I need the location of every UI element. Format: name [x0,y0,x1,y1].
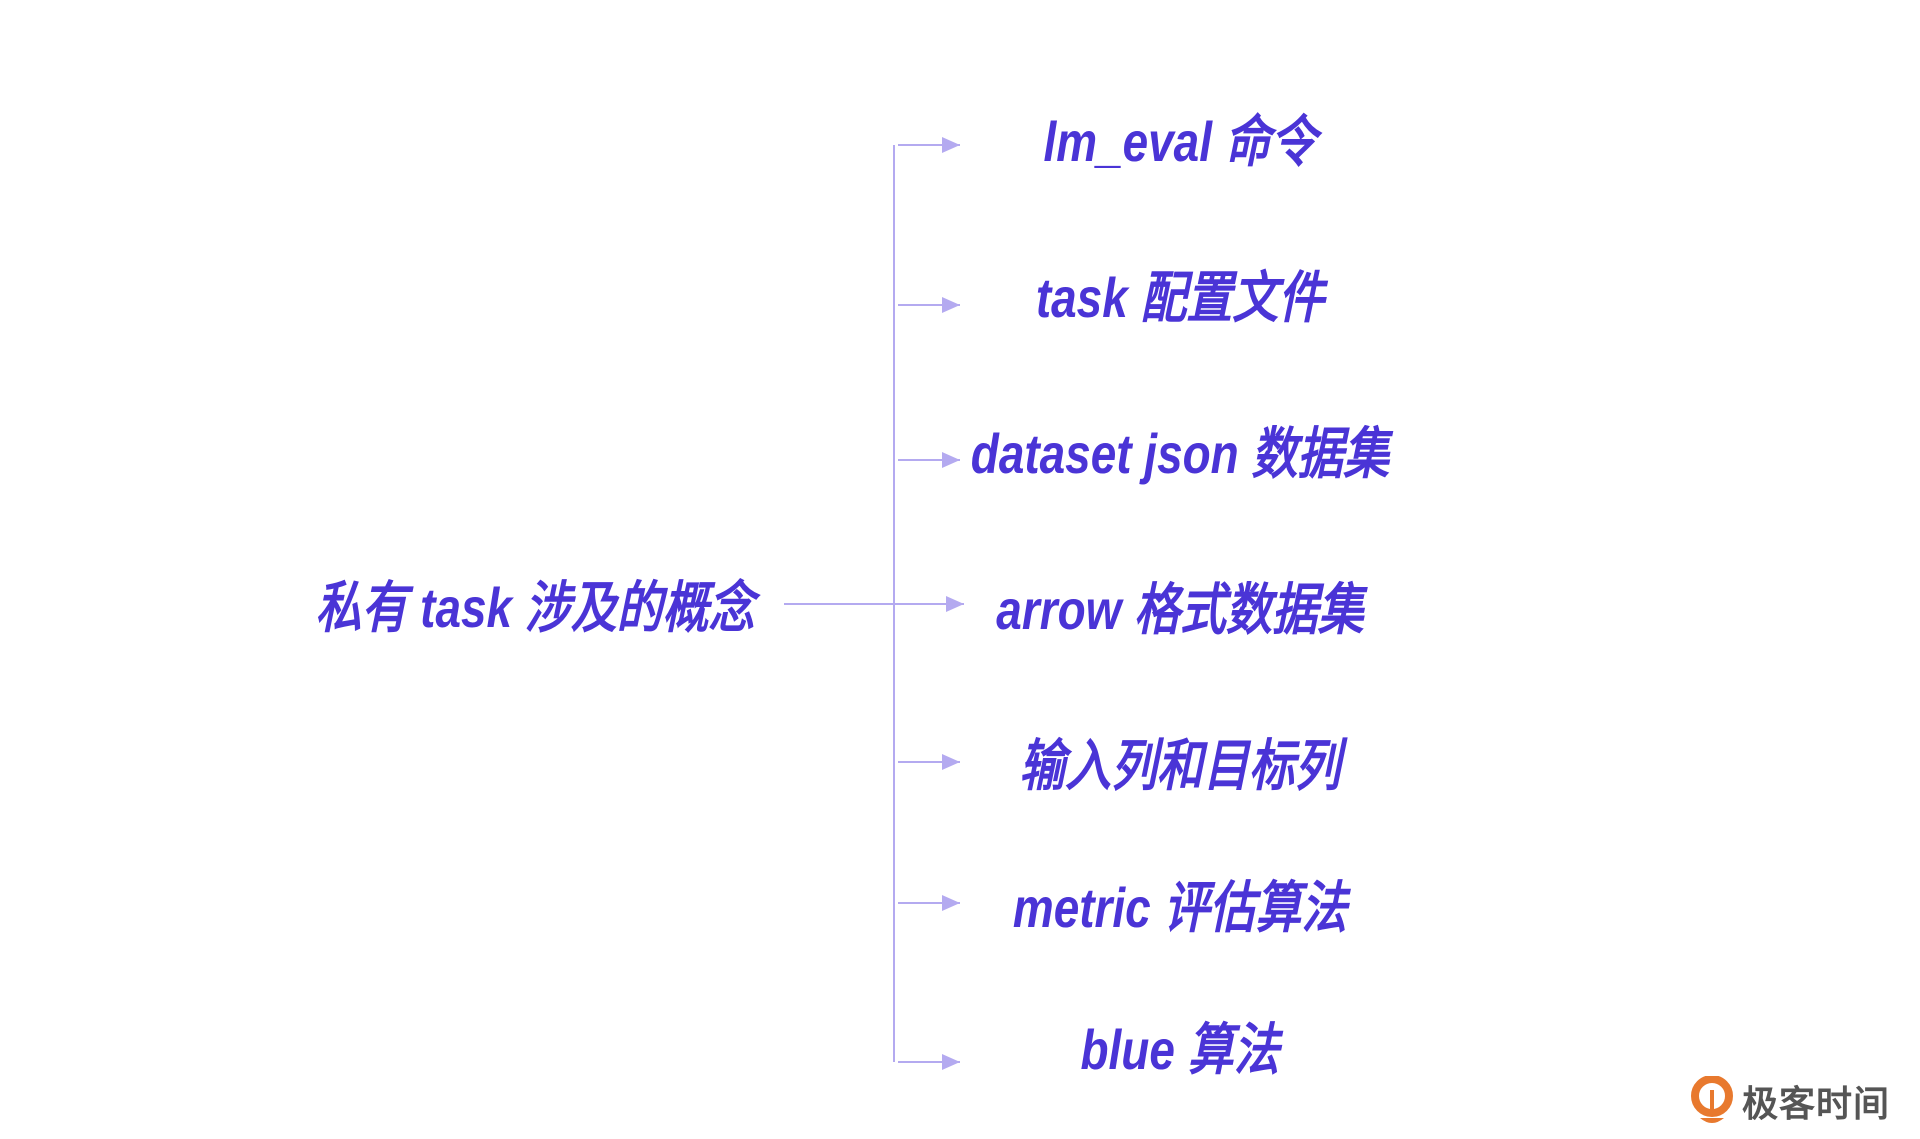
child-node-blue: blue 算法 [1080,1018,1280,1081]
geektime-logo-icon [1691,1076,1733,1123]
geektime-logo-text: 极客时间 [1742,1083,1891,1124]
child-node-task-config: task 配置文件 [1035,266,1325,329]
root-node: 私有 task 涉及的概念 [315,576,755,639]
child-node-lm-eval: lm_eval 命令 [1043,110,1317,173]
child-node-arrow-dataset: arrow 格式数据集 [996,578,1364,641]
child-node-input-target-columns: 输入列和目标列 [1019,734,1341,797]
child-node-dataset-json: dataset json 数据集 [970,422,1390,485]
geektime-logo: 极客时间 [1690,1075,1890,1127]
child-node-metric: metric 评估算法 [1012,876,1348,939]
